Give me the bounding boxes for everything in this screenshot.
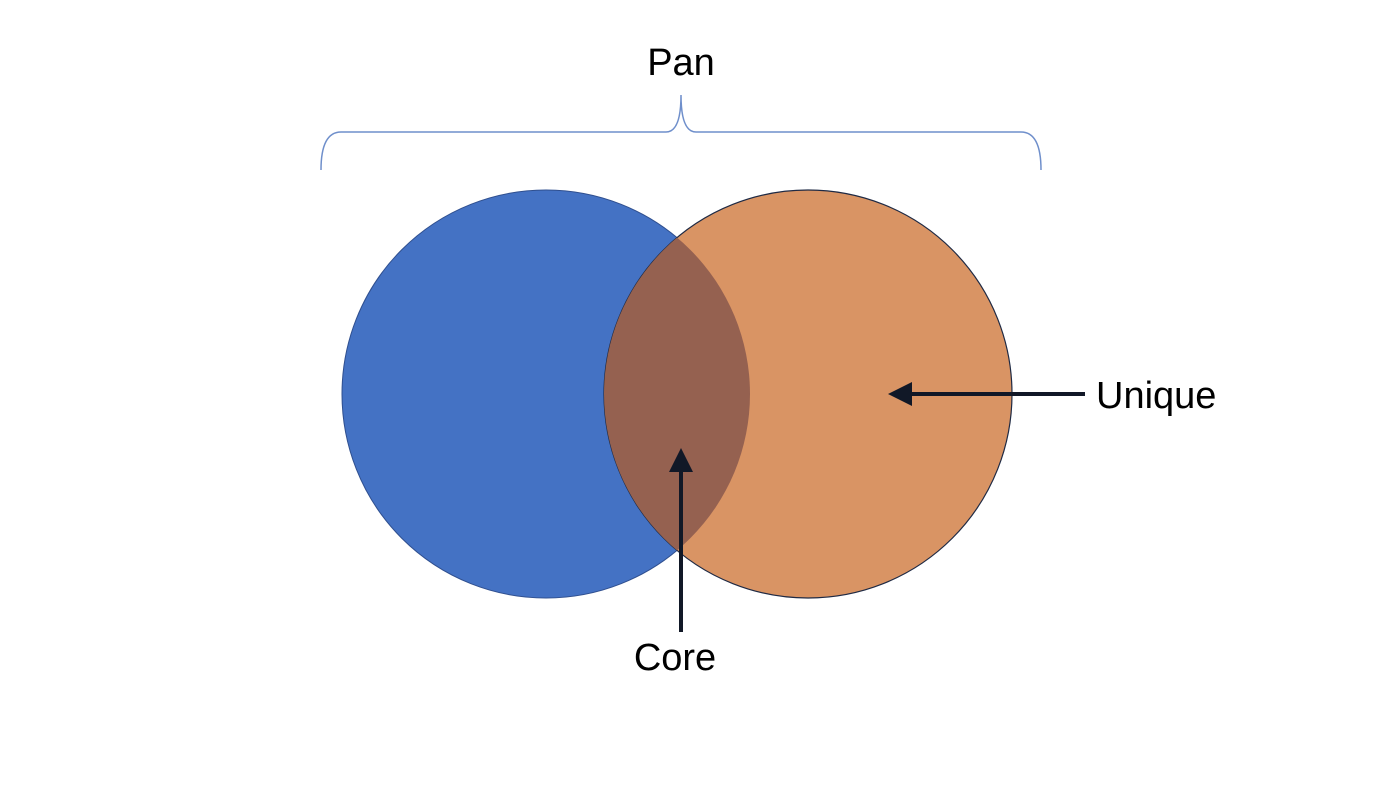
pan-brace bbox=[320, 94, 1042, 171]
core-label: Core bbox=[634, 637, 716, 679]
overlap-region bbox=[604, 190, 750, 598]
unique-label: Unique bbox=[1096, 375, 1216, 417]
pan-label: Pan bbox=[647, 42, 715, 84]
